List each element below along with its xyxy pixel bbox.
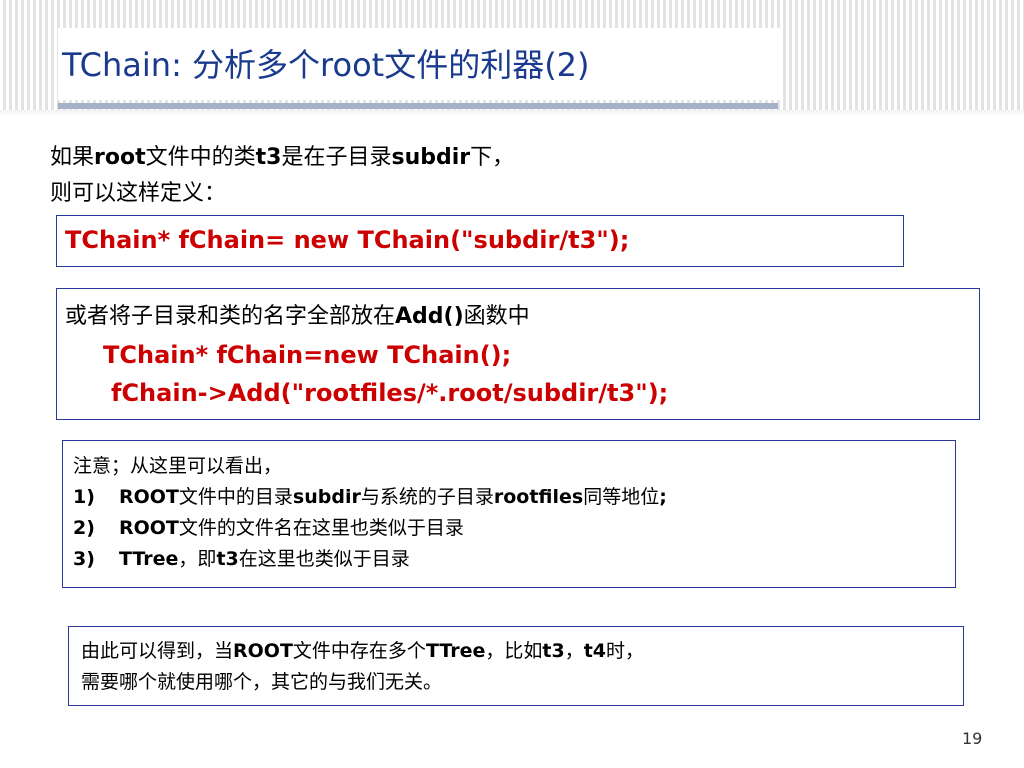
note-number: 1) xyxy=(73,486,95,508)
note-item-2: 2) ROOT文件的文件名在这里也类似于目录 xyxy=(73,513,945,544)
bold-text-run: t3 xyxy=(255,145,282,170)
bold-text-run: t3 xyxy=(216,548,239,570)
note-text: TTree，即t3在这里也类似于目录 xyxy=(119,548,410,570)
summary-line-2: 需要哪个就使用哪个，其它的与我们无关。 xyxy=(81,671,443,693)
summary-box: 由此可以得到，当ROOT文件中存在多个TTree，比如t3，t4时， 需要哪个就… xyxy=(68,626,964,706)
text-run: 时， xyxy=(606,640,645,662)
note-text: ROOT文件中的目录subdir与系统的子目录rootfiles同等地位; xyxy=(119,486,667,508)
code-line-tchain-new: TChain* fChain=new TChain(); xyxy=(103,341,512,369)
text-run: ，比如 xyxy=(485,640,543,662)
summary-line-1: 由此可以得到，当ROOT文件中存在多个TTree，比如t3，t4时， xyxy=(81,636,951,667)
bold-text-run: ROOT xyxy=(119,517,179,539)
text-run: 下， xyxy=(470,145,515,170)
note-item-3: 3) TTree，即t3在这里也类似于目录 xyxy=(73,544,945,575)
bold-text-run: t3 xyxy=(542,640,565,662)
add-function-description: 或者将子目录和类的名字全部放在Add()函数中 xyxy=(65,301,530,333)
notes-box: 注意；从这里可以看出， 1)ROOT文件中的目录subdir与系统的子目录roo… xyxy=(62,440,956,588)
text-run: ， xyxy=(564,640,584,662)
bold-text-run: TTree xyxy=(425,640,486,662)
code-line-fchain-add: fChain->Add("rootfiles/*.root/subdir/t3"… xyxy=(111,379,669,407)
title-background xyxy=(58,28,780,100)
text-run: 函数中 xyxy=(463,304,530,329)
bold-text-run: ROOT xyxy=(233,640,293,662)
slide-title: TChain: 分析多个root文件的利器(2) xyxy=(62,46,590,84)
page-number: 19 xyxy=(962,729,983,748)
bold-text-run: TTree xyxy=(119,548,179,570)
header-stripes-fade xyxy=(0,110,1024,116)
text-run: 是在子目录 xyxy=(281,145,392,170)
text-run: 文件中的类 xyxy=(145,145,256,170)
bold-text-run: root xyxy=(94,145,146,170)
text-run: ，即 xyxy=(178,548,217,570)
title-underline xyxy=(58,103,778,109)
bold-text-run: subdir xyxy=(292,486,361,508)
note-item-1: 1) ROOT文件中的目录subdir与系统的子目录rootfiles同等地位; xyxy=(73,482,945,513)
text-run: 与系统的子目录 xyxy=(360,486,494,508)
text-run: 文件中的目录 xyxy=(178,486,293,508)
text-run: 同等地位 xyxy=(583,486,660,508)
bold-text-run: ROOT xyxy=(119,486,179,508)
note-number: 2) xyxy=(73,517,95,539)
code-box-1: TChain* fChain= new TChain("subdir/t3"); xyxy=(56,215,904,267)
bold-text-run: subdir xyxy=(391,145,471,170)
text-run: 在这里也类似于目录 xyxy=(238,548,410,570)
bold-text-run: ; xyxy=(659,486,667,508)
bold-text-run: rootfiles xyxy=(493,486,584,508)
text-run: 如果 xyxy=(50,145,95,170)
note-text: ROOT文件的文件名在这里也类似于目录 xyxy=(119,517,464,539)
text-run: 文件中存在多个 xyxy=(292,640,426,662)
text-run: 文件的文件名在这里也类似于目录 xyxy=(178,517,464,539)
code-box-2: 或者将子目录和类的名字全部放在Add()函数中 TChain* fChain=n… xyxy=(56,288,980,420)
bold-text-run: Add() xyxy=(395,304,464,329)
notes-header: 注意；从这里可以看出， xyxy=(73,455,283,477)
bold-text-run: t4 xyxy=(583,640,607,662)
code-line-tchain-subdir: TChain* fChain= new TChain("subdir/t3"); xyxy=(65,226,630,254)
intro-line-2: 则可以这样定义： xyxy=(50,181,227,206)
intro-text: 如果root文件中的类t3是在子目录subdir下， 则可以这样定义： xyxy=(50,140,514,212)
note-number: 3) xyxy=(73,548,95,570)
text-run: 由此可以得到，当 xyxy=(81,640,234,662)
text-run: 或者将子目录和类的名字全部放在 xyxy=(65,304,396,329)
intro-line-1: 如果root文件中的类t3是在子目录subdir下， xyxy=(50,140,514,176)
